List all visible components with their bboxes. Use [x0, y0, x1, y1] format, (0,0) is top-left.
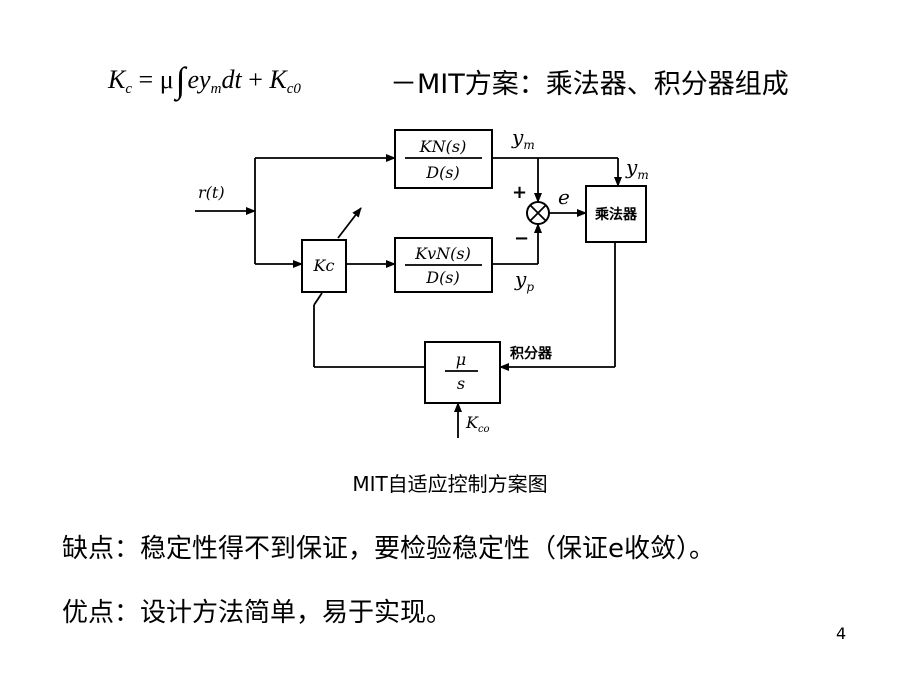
yp-label: yp [514, 267, 534, 294]
summing-cross-b [529, 204, 547, 222]
input-label: r(t) [198, 183, 225, 202]
adjust-line [313, 292, 323, 306]
integrator-label: 积分器 [510, 345, 553, 362]
integrator-denominator: s [457, 374, 465, 393]
multiplier-label: 乘法器 [594, 206, 638, 223]
formula-lhs: K [108, 65, 126, 94]
multiplier-block [585, 185, 647, 243]
model-denominator: D(s) [425, 163, 460, 182]
integral-sign: ∫ [175, 60, 186, 100]
formula-integrand-sub: m [210, 81, 222, 97]
reference-model-block [394, 129, 493, 189]
formula-equals: = [138, 65, 154, 94]
ym-right-label: ym [625, 155, 649, 182]
adjustable-arrow [337, 207, 362, 239]
plant-denominator: D(s) [425, 268, 460, 287]
diagram-caption: MIT自适应控制方案图 [352, 472, 548, 496]
formula-plus: + [248, 65, 263, 94]
formula-description: －MIT方案：乘法器、积分器组成 [390, 69, 789, 100]
formula-integrand: ey [187, 65, 211, 94]
formula-k0-sub: c0 [286, 81, 301, 97]
integrator-block [424, 341, 501, 404]
error-label: e [558, 185, 570, 209]
kco-label: Kco [465, 413, 490, 435]
formula-dt: dt [221, 65, 242, 94]
page-number: 4 [836, 624, 847, 643]
formula-lhs-sub: c [125, 81, 133, 97]
plus-sign: + [512, 182, 527, 203]
drawback-text: 缺点：稳定性得不到保证，要检验稳定性（保证e收敛）。 [62, 534, 715, 564]
model-numerator: KN(s) [419, 137, 467, 156]
formula-mu: μ [159, 65, 174, 94]
ym-top-label: ym [511, 125, 535, 152]
advantage-text: 优点：设计方法简单，易于实现。 [62, 598, 453, 628]
formula-k0: K [269, 65, 287, 94]
gain-label: Kc [313, 256, 335, 275]
integrator-numerator: μ [456, 350, 466, 369]
adaptive-law-formula: Kc = μ∫eymdt + Kc0 [108, 60, 301, 100]
minus-sign: − [514, 228, 529, 249]
gain-block [301, 239, 347, 293]
plant-numerator: KvN(s) [414, 244, 471, 263]
